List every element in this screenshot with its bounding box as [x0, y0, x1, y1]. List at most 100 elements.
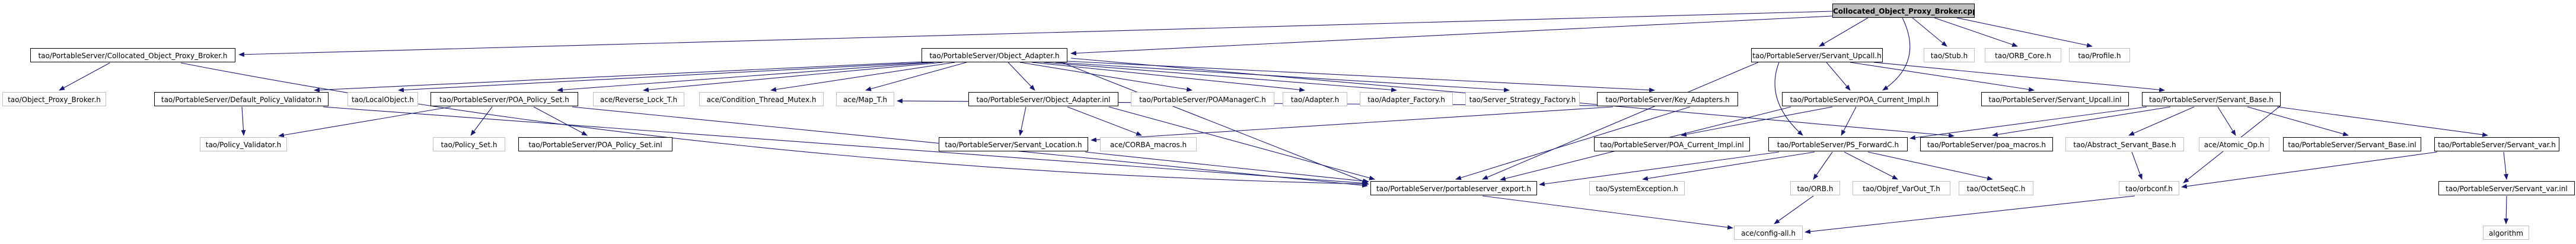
graph-node-server_strategy_factory_h[interactable]: tao/Server_Strategy_Factory.h: [1465, 92, 1580, 106]
graph-node-servant_upcall_h[interactable]: tao/PortableServer/Servant_Upcall.h: [1751, 48, 1883, 62]
graph-node-stub_h[interactable]: tao/Stub.h: [1924, 48, 1975, 62]
graph-node-profile_h[interactable]: tao/Profile.h: [2069, 48, 2130, 62]
graph-node-object_proxy_broker_h[interactable]: tao/Object_Proxy_Broker.h: [2, 92, 106, 106]
graph-node-localobject_h[interactable]: tao/LocalObject.h: [347, 92, 418, 106]
edge-portableserver_export_h-to-config_all_h: [1482, 195, 1733, 230]
graph-node-orb_core_h[interactable]: tao/ORB_Core.h: [1985, 48, 2061, 62]
graph-node-corba_macros_h[interactable]: ace/CORBA_macros.h: [1100, 137, 1197, 151]
graph-node-poa_current_impl_inl[interactable]: tao/PortableServer/POA_Current_Impl.inl: [1594, 137, 1750, 151]
graph-node-reverse_lock_h[interactable]: ace/Reverse_Lock_T.h: [593, 92, 684, 106]
edge-servant_base_h-to-atomic_op_h: [2217, 106, 2236, 136]
edge-ps_forwardc_h-to-systemexception_h: [1642, 151, 1815, 181]
edge-default_policy_validator_h-to-policy_validator_h: [241, 106, 246, 136]
graph-node-policy_set_h[interactable]: tao/Policy_Set.h: [433, 137, 505, 151]
graph-node-servant_base_inl[interactable]: tao/PortableServer/Servant_Base.inl: [2283, 137, 2421, 151]
graph-node-poamanagerc_h[interactable]: tao/PortableServer/POAManagerC.h: [1131, 92, 1274, 106]
edge-key_adapters_h-to-servant_location_h: [1091, 106, 1614, 142]
edge-object_adapter_h-to-object_adapter_inl: [1008, 62, 1035, 91]
graph-node-portableserver_export_h[interactable]: tao/PortableServer/portableserver_export…: [1370, 181, 1537, 195]
edge-object_adapter_h-to-default_policy_validator_h: [314, 61, 923, 93]
graph-node-orb_h[interactable]: tao/ORB.h: [1790, 181, 1840, 195]
edge-root-to-object_adapter_h: [1070, 15, 1833, 56]
graph-node-servant_location_h[interactable]: tao/PortableServer/Servant_Location.h: [939, 137, 1088, 151]
edge-orb_h-to-config_all_h: [1774, 195, 1814, 224]
edge-ps_forwardc_h-to-orb_h: [1813, 151, 1833, 180]
edge-object_adapter_h-to-reverse_lock_h: [643, 62, 943, 93]
edge-object_adapter_h-to-localobject_h: [398, 62, 929, 93]
edge-object_adapter_inl-to-servant_location_h: [1018, 106, 1026, 136]
edge-root-to-poa_current_impl_h: [1882, 17, 1911, 91]
graph-node-systemexception_h[interactable]: tao/SystemException.h: [1589, 181, 1685, 195]
graph-node-object_adapter_inl[interactable]: tao/PortableServer/Object_Adapter.inl: [968, 92, 1118, 106]
graph-node-abstract_servant_base_h[interactable]: tao/Abstract_Servant_Base.h: [2065, 137, 2184, 151]
edge-poa_current_impl_h-to-poa_current_impl_inl: [1681, 106, 1833, 137]
graph-node-poa_policy_set_inl[interactable]: tao/PortableServer/POA_Policy_Set.inl: [518, 137, 672, 151]
edge-object_adapter_h-to-server_strategy_factory_h: [1055, 62, 1510, 93]
graph-node-default_policy_validator_h[interactable]: tao/PortableServer/Default_Policy_Valida…: [154, 92, 329, 106]
edge-object_adapter_inl-to-portableserver_export_h: [1108, 106, 1375, 180]
edge-object_adapter_h-to-adapter_factory_h: [1043, 62, 1397, 93]
edge-object_adapter_h-to-adapter_h: [1031, 62, 1305, 93]
edge-servant_var_inl-to-algorithm: [2504, 195, 2509, 224]
edge-servant_upcall_h-to-poa_current_impl_h: [1826, 62, 1851, 91]
edge-servant_location_h-to-portableserver_export_h: [1085, 151, 1369, 184]
edge-poa_policy_set_h-to-policy_validator_h: [278, 106, 451, 138]
edge-servant_var_h-to-orbconf_h: [2181, 151, 2438, 189]
edge-root-to-collocated_h: [238, 11, 1833, 57]
edge-servant_upcall_h-to-servant_upcall_inl: [1850, 62, 2035, 92]
edge-object_adapter_h-to-poamanagerc_h: [1019, 62, 1193, 92]
edge-poa_policy_set_h-to-poa_policy_set_inl: [533, 106, 588, 136]
edge-ps_forwardc_h-to-portableserver_export_h: [1539, 151, 1780, 186]
graph-node-atomic_op_h[interactable]: ace/Atomic_Op.h: [2199, 137, 2269, 151]
edge-object_adapter_inl-to-corba_macros_h: [1067, 106, 1142, 136]
edge-servant_base_h-to-poa_macros_h: [1992, 106, 2171, 137]
edge-collocated_h-to-object_proxy_broker_h: [59, 62, 110, 91]
edge-root-to-orb_core_h: [1934, 17, 2018, 47]
graph-node-poa_policy_set_h[interactable]: tao/PortableServer/POA_Policy_Set.h: [431, 92, 578, 106]
edge-ps_forwardc_h-to-octetseqc_h: [1867, 151, 1993, 180]
edge-orbconf_h-to-config_all_h: [1805, 195, 2135, 234]
graph-node-root[interactable]: Collocated_Object_Proxy_Broker.cpp: [1832, 4, 1975, 18]
graph-node-key_adapters_h[interactable]: tao/PortableServer/Key_Adapters.h: [1597, 92, 1738, 106]
graph-node-algorithm[interactable]: algorithm: [2483, 226, 2529, 240]
graph-node-servant_var_inl[interactable]: tao/PortableServer/Servant_var.inl: [2438, 181, 2575, 195]
graph-node-servant_upcall_inl[interactable]: tao/PortableServer/Servant_Upcall.inl: [1981, 92, 2129, 106]
graph-node-map_t_h[interactable]: ace/Map_T.h: [836, 92, 894, 106]
graph-node-condition_thread_mutex_h[interactable]: ace/Condition_Thread_Mutex.h: [699, 92, 824, 106]
graph-node-servant_var_h[interactable]: tao/PortableServer/Servant_var.h: [2434, 137, 2559, 151]
graph-node-policy_validator_h[interactable]: tao/Policy_Validator.h: [200, 137, 287, 151]
edge-object_adapter_h-to-portableserver_export_h: [1061, 62, 1368, 183]
edge-ps_forwardc_h-to-objref_varout_t_h: [1844, 151, 1898, 180]
edge-poa_current_impl_h-to-ps_forwardc_h: [1841, 106, 1857, 136]
graph-node-adapter_h[interactable]: tao/Adapter.h: [1283, 92, 1347, 106]
graph-node-poa_current_impl_h[interactable]: tao/PortableServer/POA_Current_Impl.h: [1782, 92, 1938, 106]
edge-servant_base_h-to-abstract_servant_base_h: [2128, 106, 2195, 136]
edge-servant_base_h-to-ps_forwardc_h: [1909, 106, 2147, 140]
edge-servant_base_h-to-servant_var_h: [2277, 106, 2488, 137]
edge-root-to-servant_upcall_h: [1819, 17, 1869, 47]
graph-node-orbconf_h[interactable]: tao/orbconf.h: [2119, 181, 2179, 195]
graph-node-poa_macros_h[interactable]: tao/PortableServer/poa_macros.h: [1920, 137, 2053, 151]
edge-root-to-profile_h: [1956, 17, 2093, 48]
edge-key_adapters_h-to-portableserver_export_h: [1455, 106, 1691, 180]
graph-node-objref_varout_t_h[interactable]: tao/Objref_VarOut_T.h: [1853, 181, 1950, 195]
graph-node-config_all_h[interactable]: ace/config-all.h: [1734, 226, 1803, 240]
graph-node-collocated_h[interactable]: tao/PortableServer/Collocated_Object_Pro…: [30, 48, 235, 62]
graph-node-object_adapter_h[interactable]: tao/PortableServer/Object_Adapter.h: [922, 48, 1067, 62]
edge-servant_upcall_h-to-portableserver_export_h: [1482, 62, 1759, 180]
edge-root-to-stub_h: [1912, 17, 1947, 47]
graph-node-octetseqc_h[interactable]: tao/OctetSeqC.h: [1959, 181, 2033, 195]
edge-servant_var_h-to-servant_var_inl: [2503, 151, 2508, 180]
graph-node-ps_forwardc_h[interactable]: tao/PortableServer/PS_ForwardC.h: [1768, 137, 1908, 151]
edge-object_adapter_h-to-condition_thread_mutex_h: [770, 62, 955, 92]
edge-servant_base_h-to-servant_base_inl: [2247, 106, 2349, 137]
edge-object_adapter_h-to-key_adapters_h: [1066, 61, 1655, 93]
edge-poa_policy_set_h-to-policy_set_h: [470, 106, 493, 136]
graph-node-servant_base_h[interactable]: tao/PortableServer/Servant_Base.h: [2142, 92, 2281, 106]
graph-node-adapter_factory_h[interactable]: tao/Adapter_Factory.h: [1360, 92, 1453, 106]
edge-default_policy_validator_h-to-portableserver_export_h: [323, 106, 1368, 186]
edge-abstract_servant_base_h-to-orbconf_h: [2131, 151, 2143, 180]
edge-servant_upcall_h-to-ps_forwardc_h: [1774, 62, 1803, 136]
